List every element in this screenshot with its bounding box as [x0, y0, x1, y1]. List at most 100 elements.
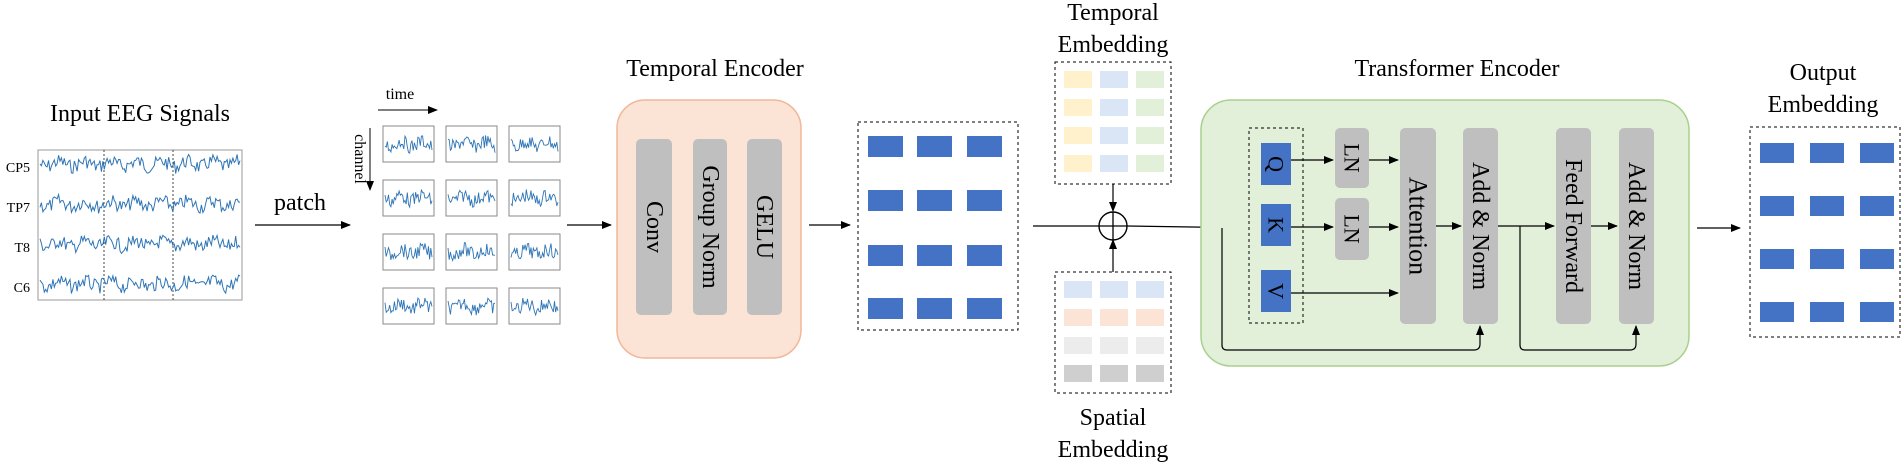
- eeg-patch: [445, 287, 498, 325]
- eeg-trace: [39, 192, 241, 215]
- temporal-embedding-title-1: Temporal: [1067, 0, 1159, 26]
- patch-token-box: [857, 121, 1019, 331]
- channel-label-cp5: CP5: [6, 161, 30, 176]
- patch-token: [917, 136, 952, 157]
- output-token: [1760, 249, 1794, 269]
- patch-token: [868, 298, 903, 319]
- eeg-patch: [445, 125, 498, 163]
- group-norm-label: Group Norm: [697, 165, 723, 289]
- eeg-signal-box: [37, 149, 243, 301]
- patch-token-grid: [857, 121, 1019, 331]
- feed-forward-block: Feed Forward: [1556, 128, 1591, 324]
- temporal-embedding-cell: [1100, 155, 1128, 172]
- channel-label-tp7: TP7: [7, 201, 30, 216]
- time-label: time: [386, 86, 414, 103]
- output-token: [1860, 249, 1894, 269]
- transformer-connections: [1221, 156, 1640, 351]
- eeg-trace: [39, 273, 241, 295]
- output-token: [1810, 196, 1844, 216]
- eeg-patch: [382, 179, 435, 217]
- temporal-embedding-cell: [1136, 71, 1164, 88]
- temporal-embedding-cell: [1064, 127, 1092, 144]
- ln-label-2: LN: [1340, 214, 1365, 243]
- spatial-embedding-cell: [1100, 309, 1128, 326]
- output-token: [1810, 302, 1844, 322]
- temporal-embedding-cell: [1100, 71, 1128, 88]
- output-token: [1860, 196, 1894, 216]
- output-token: [1760, 196, 1794, 216]
- eeg-patch: [508, 287, 561, 325]
- eeg-trace: [39, 233, 241, 255]
- temporal-embedding: Temporal Embedding: [1054, 0, 1172, 185]
- eeg-patch: [508, 233, 561, 271]
- channel-label-c6: C6: [14, 281, 30, 296]
- patch-token: [868, 245, 903, 266]
- temporal-embedding-title-2: Embedding: [1058, 32, 1169, 58]
- attention-block: Attention: [1400, 128, 1436, 324]
- patch-token: [868, 136, 903, 157]
- output-embedding: Output Embedding: [1749, 60, 1901, 338]
- output-token: [1810, 249, 1844, 269]
- input-eeg-panel: Input EEG Signals CP5 TP7 T8 C6: [6, 101, 243, 301]
- eeg-traces: [39, 153, 241, 295]
- channel-label: channel: [351, 134, 368, 184]
- temporal-embedding-cell: [1100, 99, 1128, 116]
- output-token: [1860, 143, 1894, 163]
- transformer-encoder-title: Transformer Encoder: [1354, 56, 1559, 82]
- conv-block: Conv: [636, 139, 672, 315]
- spatial-embedding-cell: [1136, 281, 1164, 298]
- temporal-embedding-cell: [1136, 127, 1164, 144]
- channel-label-t8: T8: [14, 241, 30, 256]
- gelu-block: GELU: [747, 139, 782, 315]
- add-norm-block-1: Add & Norm: [1463, 128, 1498, 324]
- patch-token: [917, 190, 952, 211]
- eeg-trace: [39, 153, 241, 174]
- patch-token: [917, 298, 952, 319]
- q-label: Q: [1264, 156, 1289, 172]
- add-norm-label-2: Add & Norm: [1623, 162, 1649, 290]
- spatial-embedding-cell: [1064, 365, 1092, 382]
- output-token: [1810, 143, 1844, 163]
- qkv-box: [1248, 127, 1304, 324]
- eeg-patch: [508, 179, 561, 217]
- v-block: V: [1261, 270, 1291, 312]
- temporal-embedding-cell: [1064, 99, 1092, 116]
- temporal-encoder-title: Temporal Encoder: [626, 56, 804, 82]
- k-block: K: [1261, 204, 1291, 246]
- patch-token: [967, 136, 1002, 157]
- temporal-embedding-cell: [1136, 99, 1164, 116]
- spatial-embedding-title-1: Spatial: [1080, 405, 1147, 431]
- patch-label: patch: [274, 190, 326, 216]
- add-node: [1098, 184, 1128, 272]
- spatial-embedding-cell: [1136, 365, 1164, 382]
- k-label: K: [1264, 217, 1289, 233]
- spatial-embedding-title-2: Embedding: [1058, 437, 1169, 463]
- output-token: [1860, 302, 1894, 322]
- patch-token: [917, 245, 952, 266]
- spatial-embedding-cell: [1136, 337, 1164, 354]
- conv-label: Conv: [641, 201, 667, 253]
- temporal-embedding-cell: [1136, 155, 1164, 172]
- transformer-encoder: Transformer Encoder Q K V LN LN Attentio…: [1200, 56, 1690, 367]
- eeg-patch: [508, 125, 561, 163]
- temporal-encoder: Temporal Encoder Conv Group Norm GELU: [616, 56, 804, 359]
- temporal-embedding-cell: [1100, 127, 1128, 144]
- spatial-embedding-cell: [1100, 337, 1128, 354]
- output-title-2: Embedding: [1768, 92, 1879, 118]
- feed-forward-label: Feed Forward: [1560, 159, 1586, 293]
- ln-block-2: LN: [1335, 198, 1369, 260]
- gelu-label: GELU: [751, 195, 777, 259]
- temporal-embedding-cell: [1064, 155, 1092, 172]
- input-eeg-title: Input EEG Signals: [50, 101, 230, 127]
- output-token: [1760, 143, 1794, 163]
- spatial-embedding: Spatial Embedding: [1054, 271, 1172, 463]
- spatial-embedding-cell: [1100, 281, 1128, 298]
- spatial-embedding-cell: [1064, 281, 1092, 298]
- eeg-patch: [382, 287, 435, 325]
- output-token: [1760, 302, 1794, 322]
- q-block: Q: [1261, 143, 1291, 185]
- spatial-embedding-cell: [1064, 309, 1092, 326]
- spatial-embedding-cell: [1100, 365, 1128, 382]
- v-label: V: [1264, 283, 1289, 299]
